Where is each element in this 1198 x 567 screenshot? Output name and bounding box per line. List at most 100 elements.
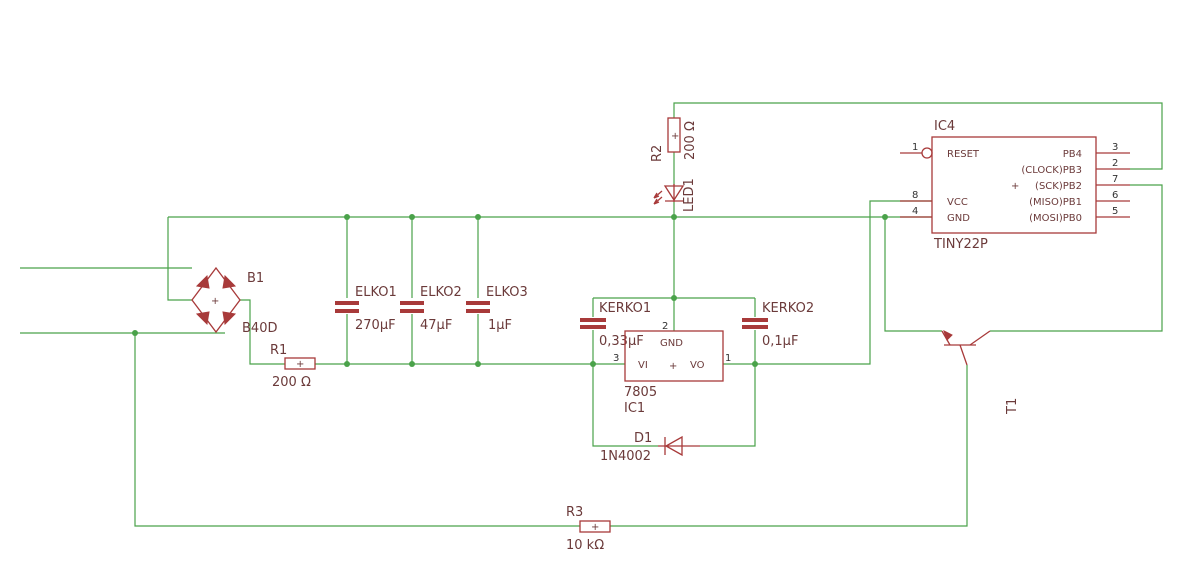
capacitor-kerko2: KERKO2 0,1µF [742,301,814,349]
pin-number: 6 [1112,190,1118,201]
diode-icon [195,311,210,326]
wire-r2-top [673,102,1163,170]
r1-value: 200 Ω [272,375,311,390]
plus-sign: + [669,361,677,372]
pin-label: PB4 [1063,149,1082,160]
junction-dot [344,361,350,367]
wire-t1-collector [990,184,1163,332]
junctions [132,214,888,367]
pin-number: 2 [662,321,668,332]
resistor-r2: + R2 200 Ω [650,117,698,162]
r3-value: 10 kΩ [566,538,604,553]
wire-r3-left [134,333,580,527]
pin-number: 1 [912,142,918,153]
r2-value: 200 Ω [683,121,698,160]
pin-label: GND [947,213,970,224]
light-arrow-icon [653,190,663,199]
elko3-value: 1µF [488,318,512,333]
diode-icon [195,274,210,289]
junction-dot [475,214,481,220]
elko2-name: ELKO2 [420,285,462,300]
pin-gnd-label: GND [660,338,683,349]
junction-dot [671,295,677,301]
kerko2-name: KERKO2 [762,301,814,316]
ic1-name: IC1 [624,401,645,416]
b1-value: B40D [242,321,277,336]
wire-regulator-out [723,200,932,365]
pin-label: (CLOCK)PB3 [1021,165,1082,176]
junction-dot [132,330,138,336]
ic4-value: TINY22P [933,237,988,252]
pin-number: 2 [1112,158,1118,169]
d1-name: D1 [634,431,652,446]
junction-dot [344,214,350,220]
ic1-value: 7805 [624,385,657,400]
wire-d1-loop [592,364,756,447]
pin-number: 1 [725,353,731,364]
diode-icon [664,435,683,457]
pin-label: RESET [947,149,980,160]
plus-sign: + [1011,181,1019,192]
junction-dot [409,214,415,220]
light-arrow-icon [653,196,663,205]
r2-name: R2 [650,145,665,162]
junction-dot [671,214,677,220]
led1-name: LED1 [682,178,697,212]
kerko2-value: 0,1µF [762,334,798,349]
kerko1-name: KERKO1 [599,301,651,316]
elko3-name: ELKO3 [486,285,528,300]
pin-label: VCC [947,197,968,208]
regulator-ic1: GND VI VO + 2 3 1 7805 IC1 [613,321,731,416]
capacitor-elko1: ELKO1 270µF [335,285,397,333]
r3-name: R3 [566,505,583,520]
transistor-arrow-icon [943,330,953,341]
plus-sign: + [211,296,219,307]
transistor-lead [959,344,968,366]
junction-dot [882,214,888,220]
pin-number: 3 [1112,142,1118,153]
b1-name: B1 [247,271,264,286]
junction-dot [590,361,596,367]
pin-number: 5 [1112,206,1118,217]
microcontroller-ic4: IC4 TINY22P 1 RESET 8 VCC 4 GND 3 PB4 2 … [900,119,1130,252]
inverted-pin-circle [921,147,933,159]
pin-number: 3 [613,353,619,364]
diode-icon [222,311,237,326]
regulator-body [624,330,724,382]
capacitor-elko3: ELKO3 1µF [466,285,528,333]
ic4-name: IC4 [934,119,955,134]
wire-t1-emitter [610,365,968,527]
diode-icon [222,274,237,289]
elko1-name: ELKO1 [355,285,397,300]
junction-dot [752,361,758,367]
diode-d1: D1 1N4002 [600,431,700,464]
d1-value: 1N4002 [600,449,651,464]
wire-bridge-right [240,299,285,365]
plus-sign: + [296,359,304,370]
wire-t1-base [884,217,942,332]
kerko1-value: 0,33µF [599,334,644,349]
bridge-outline [191,266,241,334]
r1-name: R1 [270,343,287,358]
resistor-body [667,117,681,153]
capacitor-kerko1: KERKO1 0,33µF [580,301,651,349]
junction-dot [475,361,481,367]
plus-sign: + [591,522,599,533]
elko1-value: 270µF [355,318,396,333]
pin-vo-label: VO [690,360,705,371]
pin-vi-label: VI [638,360,648,371]
t1-name: T1 [1005,398,1020,415]
wires [20,102,1163,527]
bridge-rectifier-b1: + B1 B40D [191,266,277,336]
resistor-r3: + R3 10 kΩ [566,505,611,553]
pin-label: (MOSI)PB0 [1029,213,1082,224]
wire-bridge-left [167,217,192,301]
elko2-value: 47µF [420,318,452,333]
resistor-body [579,520,611,533]
transistor-t1: T1 [941,330,1020,415]
pin-number: 4 [912,206,918,217]
pin-label: (MISO)PB1 [1029,197,1082,208]
pin-number: 7 [1112,174,1118,185]
resistor-body [284,357,316,370]
